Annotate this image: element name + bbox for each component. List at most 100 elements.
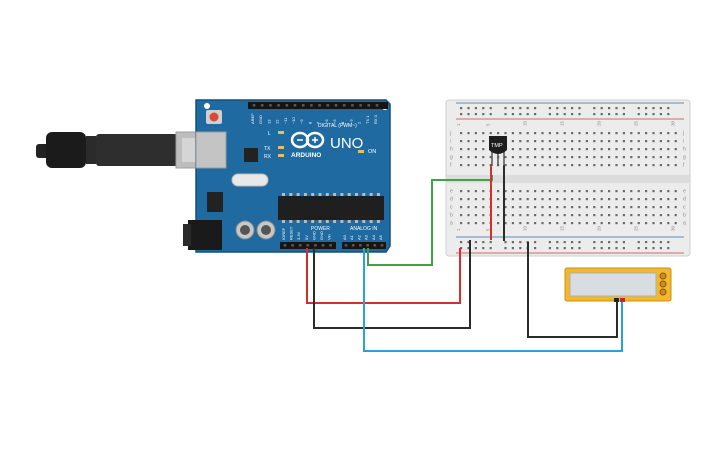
row-letter: c: [683, 205, 686, 211]
header-pin[interactable]: [351, 244, 355, 247]
display-module[interactable]: [564, 267, 672, 302]
pin-label: 3.3V: [296, 231, 301, 240]
header-pin[interactable]: [314, 244, 317, 247]
reset-button[interactable]: [206, 110, 222, 124]
header-pin[interactable]: [326, 104, 330, 107]
chip-pin: [311, 220, 315, 223]
column-number: 30: [671, 225, 676, 231]
breadboard-holes[interactable]: [460, 107, 677, 250]
usb-chip: [244, 148, 258, 162]
chip-pin: [325, 220, 329, 223]
digital-header[interactable]: [248, 102, 388, 109]
chip-pin: [311, 193, 315, 196]
pin-label: GND: [258, 115, 263, 124]
chip-pin: [318, 220, 322, 223]
chip-pin: [325, 193, 329, 196]
pin-label: 7: [316, 121, 321, 124]
crystal-oscillator: [231, 173, 269, 187]
row-letter: c: [450, 205, 453, 211]
analog-header[interactable]: [342, 242, 386, 249]
row-letter: h: [450, 147, 453, 153]
display-screen: [569, 272, 657, 297]
header-pin[interactable]: [375, 104, 379, 107]
header-pin[interactable]: [283, 244, 287, 247]
header-pin[interactable]: [306, 244, 310, 247]
header-pin[interactable]: [260, 104, 264, 107]
pin-label: A0: [342, 234, 347, 240]
down-button-icon[interactable]: [659, 288, 667, 296]
row-letter: g: [450, 155, 453, 161]
header-pin[interactable]: [252, 104, 256, 107]
header-pin[interactable]: [269, 104, 272, 107]
mode-button-icon[interactable]: [659, 272, 667, 280]
header-pin[interactable]: [293, 104, 297, 107]
header-pin[interactable]: [301, 104, 305, 107]
wire-black-gnd[interactable]: [313, 240, 471, 329]
pin-label: 13: [266, 119, 271, 124]
pin-label: AREF: [250, 113, 255, 124]
header-pin[interactable]: [321, 244, 325, 247]
chip-pin: [347, 193, 351, 196]
led-tx: [278, 146, 284, 149]
display-pin[interactable]: [614, 298, 619, 302]
chip-pin: [296, 193, 300, 196]
pin-label: GND: [311, 231, 316, 240]
header-pin[interactable]: [334, 104, 338, 107]
header-pin[interactable]: [380, 244, 384, 247]
header-pin[interactable]: [366, 244, 369, 247]
pin-label: A5: [378, 234, 383, 240]
temperature-sensor[interactable]: TMP: [489, 136, 507, 166]
header-pin[interactable]: [367, 104, 371, 107]
header-pin[interactable]: [359, 244, 362, 247]
led-tx-label: TX: [264, 146, 271, 152]
chip-pin: [296, 220, 300, 223]
header-pin[interactable]: [277, 104, 280, 107]
header-pin[interactable]: [298, 244, 302, 247]
header-pin[interactable]: [351, 104, 354, 107]
display-pin[interactable]: [620, 298, 625, 302]
header-pin[interactable]: [310, 104, 313, 107]
row-letter: e: [450, 189, 453, 195]
power-label: POWER: [311, 226, 330, 232]
row-letter: f: [450, 163, 452, 169]
power-jack: [188, 220, 222, 250]
wire-blue-display[interactable]: [363, 248, 623, 352]
atmega-chip: [278, 193, 384, 223]
row-letter: b: [683, 213, 686, 219]
wire-black-display[interactable]: [527, 242, 618, 338]
row-letter: j: [682, 131, 684, 137]
chip-pin: [318, 193, 322, 196]
row-letter: g: [683, 155, 686, 161]
header-pin[interactable]: [318, 104, 321, 107]
header-pin[interactable]: [373, 244, 377, 247]
chip-pin: [333, 193, 337, 196]
header-pin[interactable]: [342, 104, 346, 107]
header-pin[interactable]: [344, 244, 348, 247]
chip-pin: [289, 220, 293, 223]
wires[interactable]: [306, 165, 623, 352]
row-letter: h: [683, 147, 686, 153]
led-l-label: L: [268, 131, 271, 137]
row-letter: e: [683, 189, 686, 195]
row-letter: a: [683, 221, 686, 227]
header-pin[interactable]: [329, 244, 332, 247]
pin-label: ~3: [348, 119, 353, 124]
led-on: [358, 150, 364, 153]
header-pin[interactable]: [359, 104, 362, 107]
row-letter: i: [683, 139, 684, 145]
row-letter: j: [449, 131, 451, 137]
row-letter: f: [683, 163, 685, 169]
led-rx-label: RX: [264, 154, 272, 160]
chip-pin: [347, 220, 351, 223]
pin-label: ~11: [283, 117, 288, 124]
uno-model-label: UNO: [330, 135, 363, 152]
header-pin[interactable]: [285, 104, 289, 107]
up-button-icon[interactable]: [659, 280, 667, 288]
pin-label: A1: [349, 234, 354, 240]
column-number: 10: [523, 225, 528, 231]
header-pin[interactable]: [291, 244, 294, 247]
wire-red-5v[interactable]: [306, 248, 461, 304]
